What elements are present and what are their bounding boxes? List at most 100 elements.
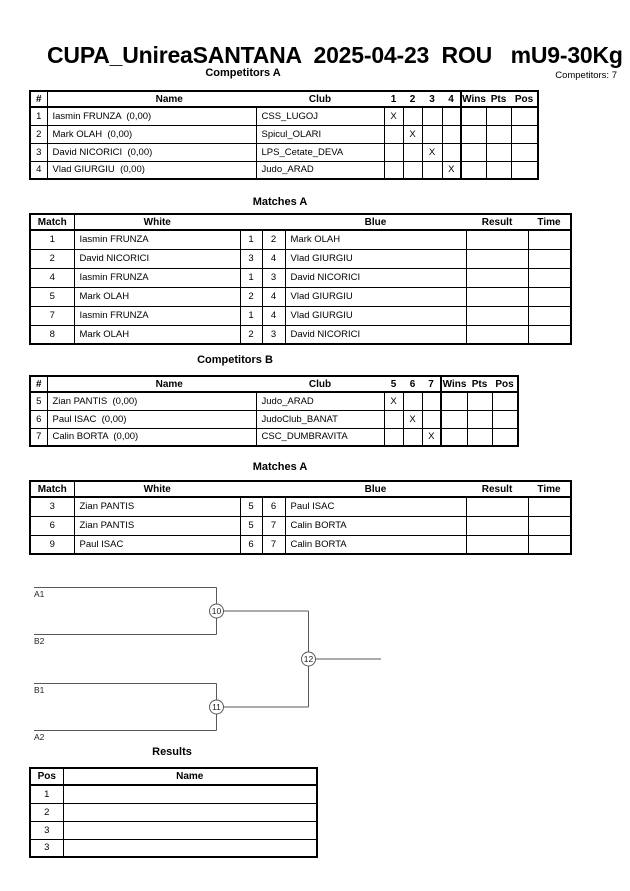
wins-cell xyxy=(460,142,487,162)
blue-seed: 4 xyxy=(261,248,286,269)
table-header-row: # Name Club 1 2 3 4 Wins Pts Pos xyxy=(30,91,538,108)
col-header-pts: Pts xyxy=(467,376,492,393)
white-competitor: David NICORICI xyxy=(73,248,241,269)
table-row: 5 Mark OLAH 2 4 Vlad GIURGIU xyxy=(29,286,572,307)
blue-competitor: Mark OLAH xyxy=(284,229,467,250)
table-header-row: Match White Blue Result Time xyxy=(30,481,571,498)
col-header-blue: Blue xyxy=(285,481,466,498)
time-cell xyxy=(527,229,572,250)
match-number: 7 xyxy=(29,305,75,326)
mark-cell xyxy=(402,160,423,180)
competitor-name: Zian PANTIS (0,00) xyxy=(46,391,257,411)
col-header-name: Name xyxy=(62,768,317,786)
match-number: 6 xyxy=(29,515,75,536)
white-competitor: Iasmin FRUNZA xyxy=(73,267,241,288)
mark-cell xyxy=(421,391,442,411)
col-header-spacer xyxy=(262,481,285,498)
white-seed: 3 xyxy=(239,248,263,269)
white-seed: 2 xyxy=(239,286,263,307)
match-number: 4 xyxy=(29,267,75,288)
competitor-number: 3 xyxy=(29,142,48,162)
table-header-row: # Name Club 5 6 7 Wins Pts Pos xyxy=(30,376,518,393)
white-competitor: Zian PANTIS xyxy=(73,515,241,536)
time-cell xyxy=(527,496,572,517)
mark-cell xyxy=(441,142,462,162)
wins-cell xyxy=(440,391,468,411)
result-cell xyxy=(465,324,529,345)
col-header-round-3: 3 xyxy=(422,91,442,108)
pos-cell xyxy=(510,106,539,126)
result-name xyxy=(62,838,318,858)
mark-cell xyxy=(383,427,404,447)
col-header-round-4: 4 xyxy=(442,91,461,108)
match-number: 9 xyxy=(29,534,75,555)
white-seed: 5 xyxy=(239,515,263,536)
col-header-spacer xyxy=(240,481,262,498)
table-row: 4 Vlad GIURGIU (0,00) Judo_ARAD X xyxy=(29,160,539,180)
col-header-spacer xyxy=(240,214,262,231)
table-row: 2 xyxy=(29,802,318,822)
col-header-pts: Pts xyxy=(486,91,511,108)
white-seed: 6 xyxy=(239,534,263,555)
mark-cell xyxy=(421,160,443,180)
mark-cell xyxy=(383,409,404,429)
match-number: 3 xyxy=(29,496,75,517)
col-header-num: # xyxy=(30,376,47,393)
competitor-club: CSC_DUMBRAVITA xyxy=(255,427,385,447)
result-cell xyxy=(465,286,529,307)
col-header-round-7: 7 xyxy=(422,376,441,393)
wins-cell xyxy=(460,160,487,180)
col-header-result: Result xyxy=(466,481,528,498)
mark-cell: X xyxy=(421,427,442,447)
competitor-club: JudoClub_BANAT xyxy=(255,409,385,429)
time-cell xyxy=(527,248,572,269)
white-seed: 5 xyxy=(239,496,263,517)
col-header-wins: Wins xyxy=(440,376,467,393)
time-cell xyxy=(527,515,572,536)
col-header-pos: Pos xyxy=(511,91,538,108)
pos-cell xyxy=(491,427,519,447)
pos-cell xyxy=(491,391,519,411)
time-cell xyxy=(527,324,572,345)
result-name xyxy=(62,802,318,822)
bracket-seed-label: A1 xyxy=(34,589,45,599)
bracket-match-number: 12 xyxy=(304,654,314,664)
col-header-round-6: 6 xyxy=(403,376,422,393)
mark-cell xyxy=(402,391,423,411)
competitor-name: David NICORICI (0,00) xyxy=(46,142,257,162)
mark-cell xyxy=(421,106,443,126)
mark-cell: X xyxy=(441,160,462,180)
pos-cell xyxy=(510,142,539,162)
table-row: 7 Iasmin FRUNZA 1 4 Vlad GIURGIU xyxy=(29,305,572,326)
mark-cell xyxy=(402,106,423,126)
time-cell xyxy=(527,305,572,326)
match-number: 8 xyxy=(29,324,75,345)
col-header-club: Club xyxy=(256,91,384,108)
matches-b-table: Match White Blue Result Time 3 Zian PANT… xyxy=(29,480,572,555)
blue-seed: 4 xyxy=(261,305,286,326)
white-competitor: Mark OLAH xyxy=(73,324,241,345)
time-cell xyxy=(527,267,572,288)
table-row: 6 Zian PANTIS 5 7 Calin BORTA xyxy=(29,515,572,536)
finals-bracket: 10 11 12 A1 B2 B1 A2 xyxy=(34,587,381,742)
white-competitor: Zian PANTIS xyxy=(73,496,241,517)
col-header-time: Time xyxy=(528,481,571,498)
mark-cell xyxy=(402,142,423,162)
table-header-row: Match White Blue Result Time xyxy=(30,214,571,231)
mark-cell xyxy=(441,106,462,126)
white-seed: 1 xyxy=(239,267,263,288)
table-header-row: Pos Name xyxy=(30,768,317,786)
wins-cell xyxy=(440,409,468,429)
blue-seed: 4 xyxy=(261,286,286,307)
col-header-round-2: 2 xyxy=(403,91,422,108)
table-row: 1 xyxy=(29,784,318,804)
pos-cell xyxy=(491,409,519,429)
competitor-club: CSS_LUGOJ xyxy=(255,106,385,126)
competitor-name: Vlad GIURGIU (0,00) xyxy=(46,160,257,180)
blue-seed: 3 xyxy=(261,267,286,288)
col-header-round-1: 1 xyxy=(384,91,403,108)
result-cell xyxy=(465,248,529,269)
result-pos: 1 xyxy=(29,784,64,804)
result-pos: 3 xyxy=(29,820,64,840)
